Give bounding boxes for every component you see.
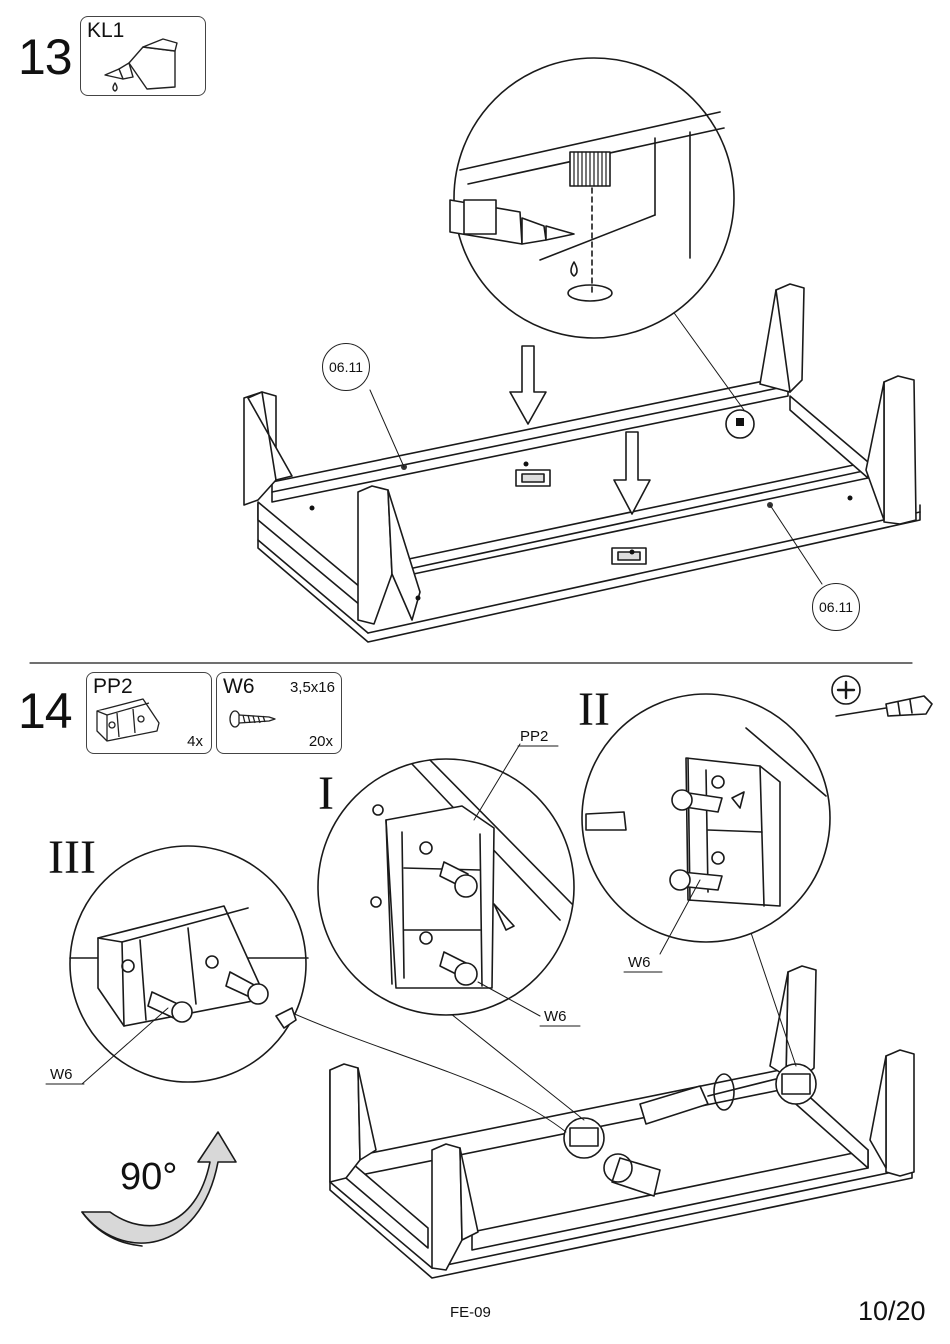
page-number: 10/20 bbox=[858, 1296, 926, 1327]
step13-detail-circle bbox=[450, 58, 734, 338]
callout-06-11-right: 06.11 bbox=[812, 583, 860, 631]
model-code: FE-09 bbox=[450, 1304, 491, 1321]
callout-pp2: PP2 bbox=[520, 728, 548, 745]
phillips-screwdriver-icon bbox=[832, 676, 932, 716]
step-14-number: 14 bbox=[18, 686, 72, 736]
detail-label-I: I bbox=[318, 770, 334, 818]
callout-w6-detail-II: W6 bbox=[628, 954, 651, 971]
part-box-pp2: PP2 4x bbox=[86, 672, 212, 754]
part-qty-pp2: 4x bbox=[187, 733, 203, 750]
callout-w6-detail-I: W6 bbox=[544, 1008, 567, 1025]
part-box-w6: W6 3,5x16 20x bbox=[216, 672, 342, 754]
detail-label-II: II bbox=[578, 686, 610, 734]
detail-circle-I bbox=[318, 744, 574, 1016]
callout-w6-detail-III: W6 bbox=[50, 1066, 73, 1083]
rotation-angle-label: 90° bbox=[120, 1156, 177, 1199]
detail-circle-III bbox=[70, 846, 308, 1084]
detail-label-III: III bbox=[48, 834, 96, 882]
glue-bottle-icon bbox=[81, 17, 205, 95]
detail-circle-II bbox=[582, 694, 830, 954]
part-box-kl1: KL1 bbox=[80, 16, 206, 96]
callout-06-11-left: 06.11 bbox=[322, 343, 370, 391]
step-13-number: 13 bbox=[18, 32, 72, 82]
part-qty-w6: 20x bbox=[309, 733, 333, 750]
